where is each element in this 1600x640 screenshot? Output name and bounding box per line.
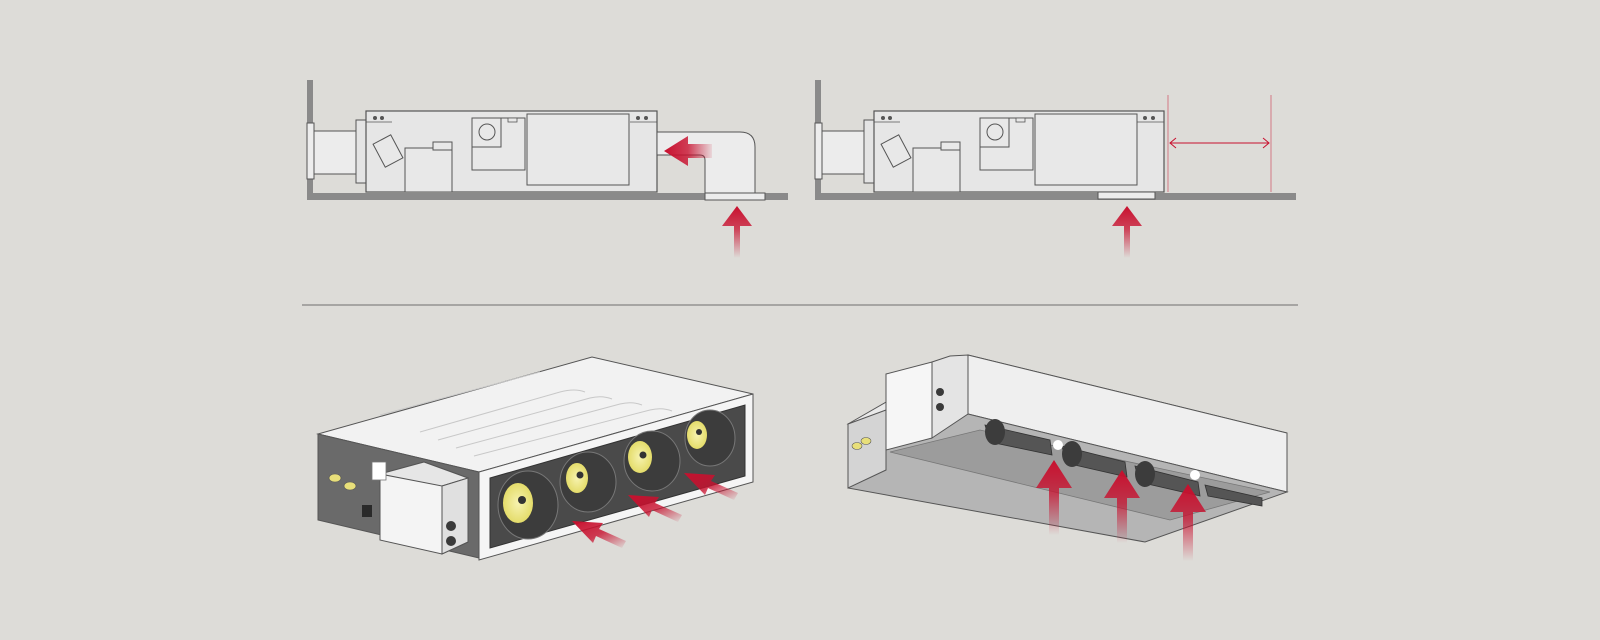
return-grille	[1097, 191, 1156, 200]
flange	[814, 122, 823, 180]
fan	[684, 409, 736, 467]
fan	[623, 430, 681, 492]
fan	[1134, 461, 1201, 497]
supply-duct	[821, 130, 868, 175]
airflow-arrow-left	[664, 136, 712, 166]
airflow-arrow	[572, 521, 626, 548]
electrical-control-box	[885, 361, 933, 451]
airflow-arrow	[684, 473, 738, 500]
diagram-bottom-left	[316, 356, 754, 561]
supply-duct	[313, 130, 360, 175]
electrical-box	[912, 147, 961, 193]
airflow-arrow-up	[1104, 470, 1140, 543]
flange	[306, 122, 315, 180]
coil-panel	[526, 113, 630, 186]
pipe-connectors	[851, 437, 872, 450]
return-grille	[704, 192, 766, 201]
control-box	[372, 134, 404, 168]
return-duct-elbow	[656, 131, 756, 194]
fan-light	[1053, 440, 1063, 450]
diagram-bottom-right	[846, 354, 1289, 561]
airflow-arrow-up	[722, 206, 752, 258]
airflow-arrow-up	[1170, 484, 1206, 561]
electrical-box	[404, 147, 453, 193]
unit-collar	[863, 119, 875, 184]
fan-light	[1190, 470, 1200, 480]
airflow-arrow-up	[1112, 206, 1142, 258]
fan	[497, 470, 559, 540]
airflow-arrow-up	[1036, 460, 1072, 535]
unit-end-face	[847, 409, 887, 489]
diagram-top-left	[306, 80, 788, 258]
fan	[984, 419, 1053, 456]
ceiling-slab	[307, 193, 788, 200]
fan	[559, 451, 617, 513]
diagram-top-right	[814, 80, 1296, 258]
ceiling-slab	[815, 193, 1296, 200]
fan	[1061, 441, 1128, 478]
fan	[1204, 484, 1263, 507]
unit-collar	[355, 119, 367, 184]
control-box	[880, 134, 912, 168]
coil-panel	[1034, 113, 1138, 186]
pipe-connectors	[328, 473, 357, 491]
drain-port	[362, 505, 372, 517]
airflow-arrow	[628, 495, 682, 522]
